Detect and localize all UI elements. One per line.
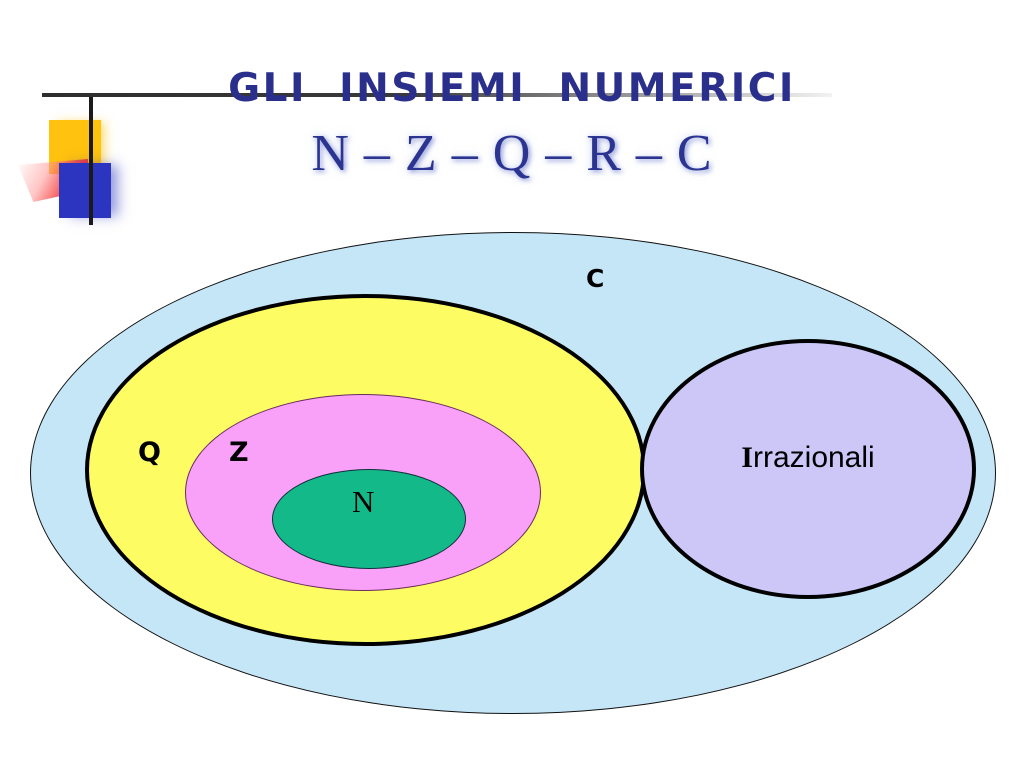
blue-square-shape bbox=[59, 163, 111, 218]
set-label-N: N bbox=[352, 484, 375, 519]
set-ellipse-N bbox=[272, 469, 466, 569]
set-label-Z: Z bbox=[229, 437, 249, 468]
set-label-irrazionali-rest: rrazionali bbox=[752, 441, 875, 474]
set-ellipse-irrazionali bbox=[640, 339, 976, 599]
set-label-C: C bbox=[586, 264, 605, 293]
decorative-logo bbox=[18, 95, 168, 230]
set-label-irrazionali: Irrazionali bbox=[640, 441, 976, 475]
horizontal-rule bbox=[42, 93, 832, 97]
set-label-irrazionali-initial: I bbox=[741, 441, 753, 474]
vertical-rule bbox=[89, 97, 93, 225]
set-label-Q: Q bbox=[138, 437, 161, 468]
slide-subtitle: N – Z – Q – R – C bbox=[311, 125, 713, 182]
slide-title: GLI INSIEMI NUMERICI bbox=[228, 66, 796, 111]
